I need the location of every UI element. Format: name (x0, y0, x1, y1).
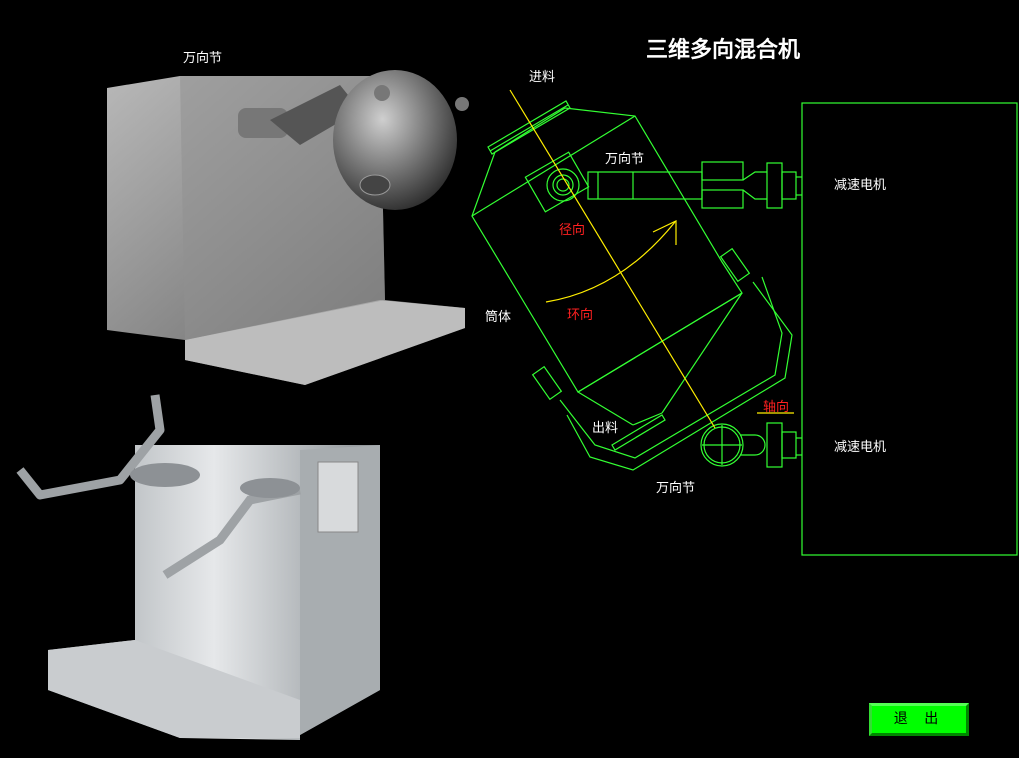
mixer-photo-image (16, 394, 380, 740)
mixer-schematic (471, 100, 1018, 556)
label-universal-joint-top: 万向节 (605, 152, 645, 167)
label-universal-joint-photo: 万向节 (183, 51, 223, 66)
label-feed: 进料 (529, 70, 556, 85)
mixer-3d-model-image (107, 70, 469, 385)
label-universal-joint-bottom: 万向节 (656, 481, 696, 496)
label-motor-top: 减速电机 (834, 178, 887, 193)
page-title: 三维多向混合机 (646, 38, 801, 63)
rotation-axis-and-arrows (509, 89, 794, 429)
label-axial: 轴向 (763, 400, 790, 415)
label-radial: 径向 (559, 223, 586, 238)
label-motor-bottom: 减速电机 (834, 440, 887, 455)
label-discharge: 出料 (592, 421, 619, 436)
label-circumferential: 环向 (567, 308, 594, 323)
label-cylinder: 筒体 (485, 310, 512, 325)
motor-housing (801, 102, 1018, 556)
exit-button[interactable]: 退 出 (869, 703, 969, 736)
